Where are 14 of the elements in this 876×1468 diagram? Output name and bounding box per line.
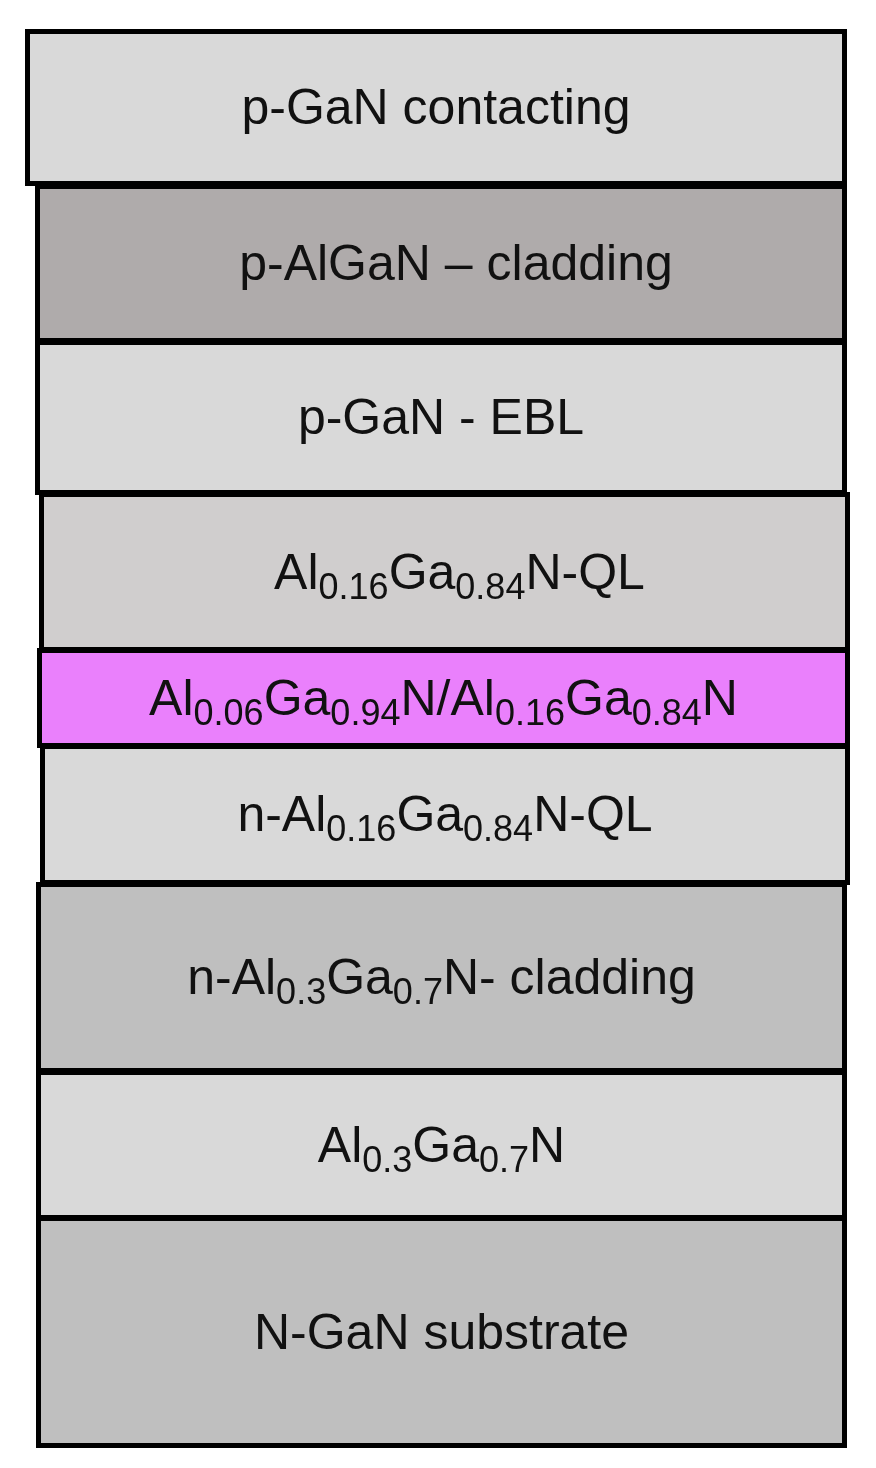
layer-box: [35, 184, 847, 343]
layer-label: Al$_{0.3}$Ga$_{0.7}$N: [317, 1117, 566, 1173]
layer-label: p-GaN - EBL: [297, 390, 585, 445]
layer-box: [35, 340, 847, 495]
layer-label: p-GaN contacting: [241, 80, 631, 135]
layer-label: n-Al$_{0.3}$Ga$_{0.7}$N- cladding: [187, 950, 696, 1005]
layer-box: [25, 29, 847, 186]
layer-box: [37, 648, 850, 748]
layer-label: Al$_{0.16}$Ga$_{0.84}$N-QL: [274, 544, 645, 600]
layer-label: p-AlGaN – cladding: [239, 236, 673, 291]
layer-box: [36, 882, 847, 1073]
layer-label: Al$_{0.06}$Ga$_{0.94}$N/Al$_{0.16}$Ga$_{0.84}$N: [149, 670, 738, 726]
layer-label: n-Al$_{0.16}$Ga$_{0.84}$N-QL: [237, 787, 653, 842]
layer-label: N-GaN substrate: [253, 1304, 630, 1360]
